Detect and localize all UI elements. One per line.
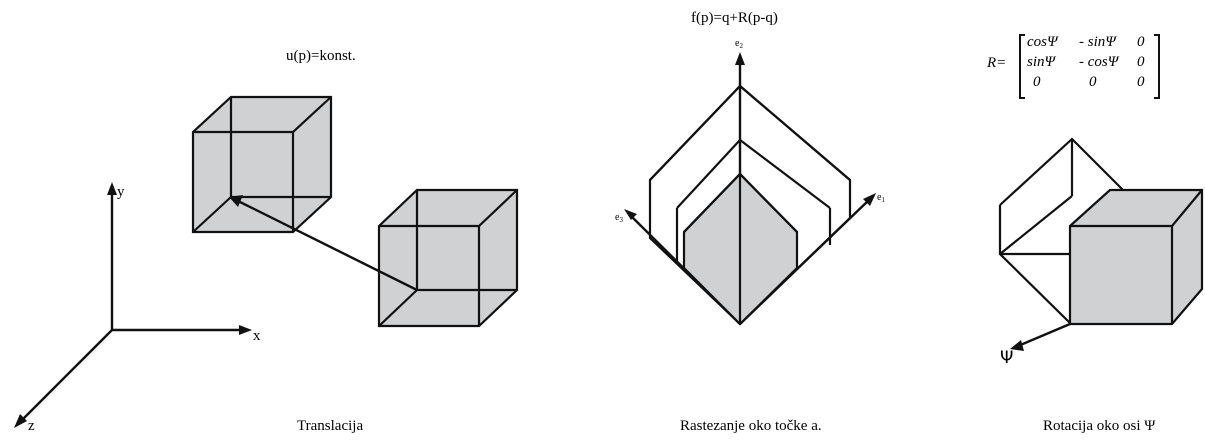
e2-axis-label: e2 [735, 38, 743, 50]
z-axis-label: z [28, 418, 35, 434]
rotated-wireframe [998, 137, 1129, 324]
matrix-cell: cosΨ [1027, 34, 1058, 50]
rotation-caption: Rotacija oko osi Ψ [1043, 418, 1156, 434]
matrix-cell: 0 [1033, 74, 1041, 90]
z-axis-arrowhead [14, 414, 27, 428]
matrix-label: R= [987, 55, 1007, 71]
y-axis-label: y [117, 184, 125, 200]
e1-arrowhead [863, 193, 876, 206]
matrix-cell: - cosΨ [1079, 54, 1119, 70]
rotated-cube [1068, 188, 1204, 326]
e1-axis-label: e1 [877, 192, 885, 204]
matrix-cell: 0 [1137, 54, 1145, 70]
translation-panel [14, 95, 519, 428]
matrix-cell: 0 [1137, 34, 1145, 50]
cube-translated [191, 95, 333, 234]
e3-axis-label: e3 [615, 212, 623, 224]
matrix-cell: 0 [1137, 74, 1145, 90]
matrix-cell: - sinΨ [1079, 34, 1116, 50]
psi-axis-label: Ψ [1000, 348, 1014, 368]
coordinate-axes [14, 182, 252, 428]
y-axis-arrowhead [107, 182, 117, 195]
translation-vector-arrow [229, 195, 418, 292]
e3-arrowhead [624, 209, 637, 220]
translation-caption: Translacija [297, 418, 364, 434]
cube-original [377, 188, 519, 328]
scaling-formula: f(p)=q+R(p-q) [691, 10, 778, 26]
translation-formula: u(p)=konst. [286, 48, 356, 64]
scaling-panel [624, 52, 876, 326]
scaling-caption: Rastezanje oko točke a. [680, 418, 822, 434]
original-shape [682, 172, 799, 326]
psi-axis-arrow [1010, 322, 1071, 351]
matrix-brackets [1019, 34, 1160, 99]
rotation-panel [998, 34, 1204, 351]
x-axis-arrowhead [239, 325, 252, 335]
matrix-cell: sinΨ [1027, 54, 1056, 70]
matrix-cell: 0 [1089, 74, 1097, 90]
x-axis-label: x [253, 328, 261, 344]
e2-arrowhead [735, 52, 745, 65]
z-axis [19, 329, 113, 423]
